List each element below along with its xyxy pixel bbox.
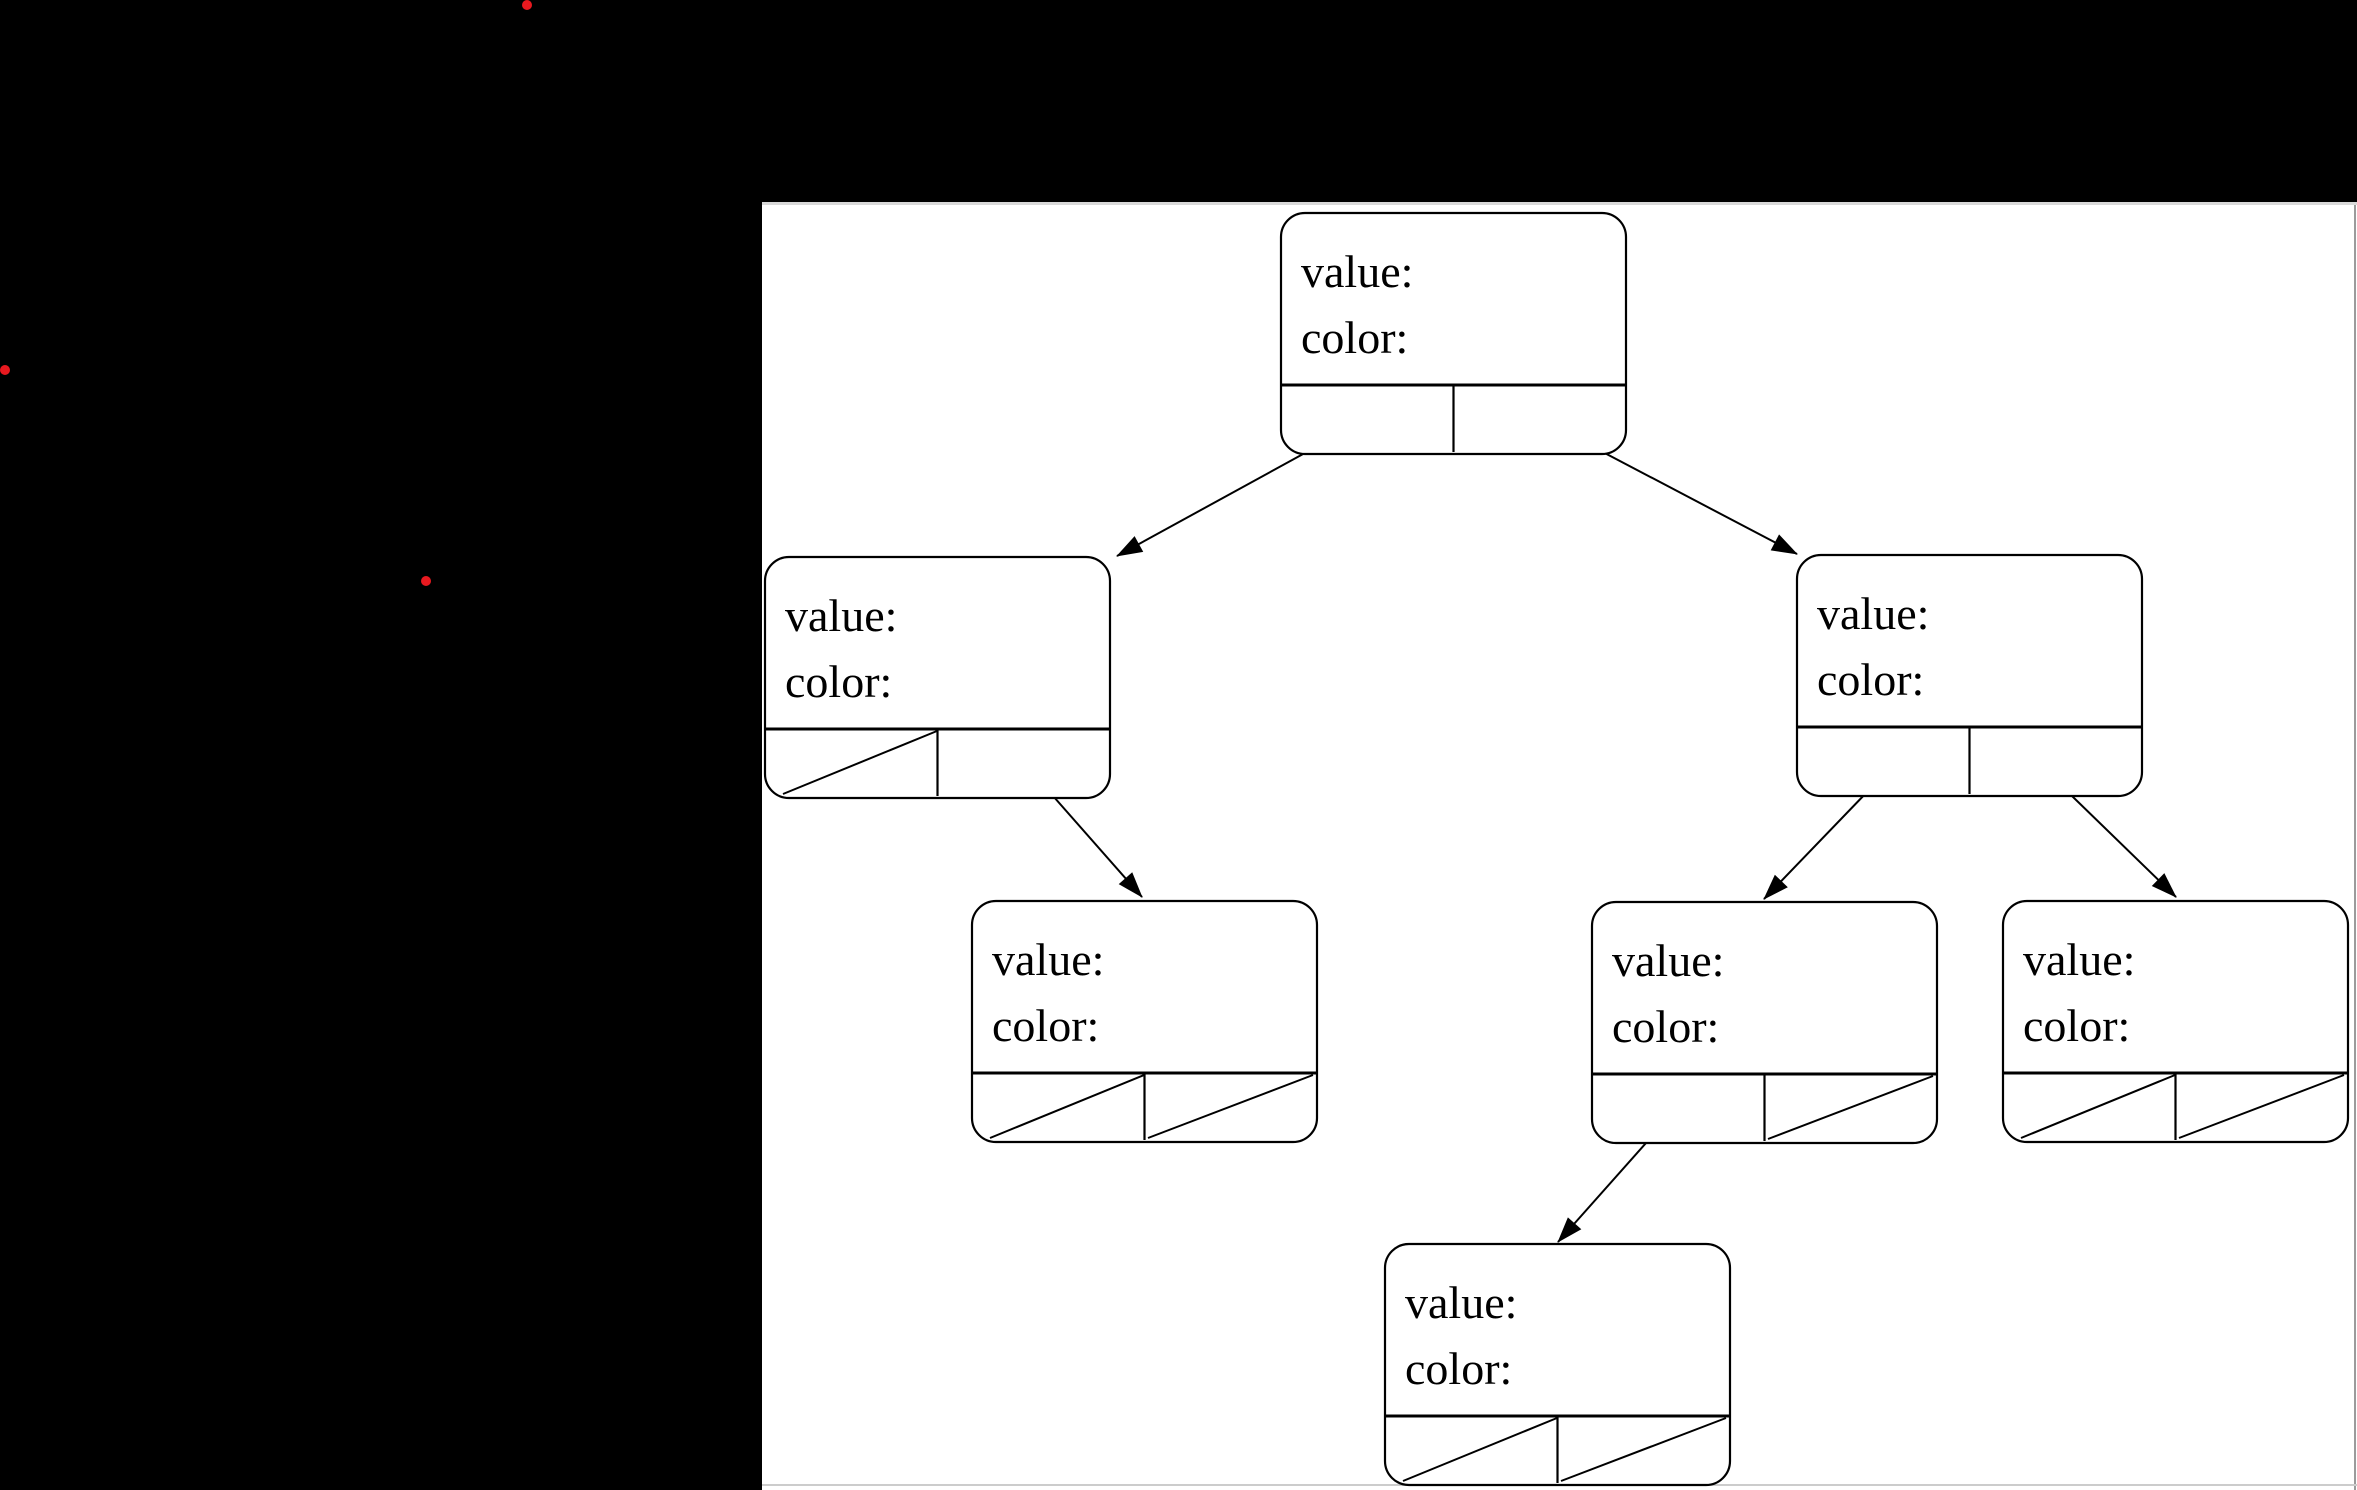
null-pointer-slash: [989, 1074, 1145, 1139]
page-right-edge: [2354, 205, 2356, 1490]
node-value-field: value:: [1817, 588, 1929, 639]
tree-node-right-child: value: color:: [1795, 553, 2144, 798]
node-color-field: color:: [1817, 654, 1924, 705]
tree-node-root: value: color:: [1279, 211, 1628, 456]
null-pointer-slash: [1767, 1075, 1934, 1140]
node-color-field: color:: [992, 1000, 1099, 1051]
node-color-field: color:: [785, 656, 892, 707]
null-pointer-slash: [1147, 1074, 1314, 1139]
null-pointer-slash: [1402, 1417, 1558, 1482]
node-color-field: color:: [1301, 312, 1408, 363]
node-value-field: value:: [1612, 935, 1724, 986]
node-color-field: color:: [1612, 1001, 1719, 1052]
red-annotation-dot: [0, 365, 10, 375]
node-value-field: value:: [785, 590, 897, 641]
node-value-field: value:: [1405, 1277, 1517, 1328]
null-pointer-slash: [782, 730, 938, 795]
node-value-field: value:: [992, 934, 1104, 985]
null-pointer-slash: [1560, 1417, 1727, 1482]
red-annotation-dot: [421, 576, 431, 586]
tree-node-left-right-grandchild: value: color:: [970, 899, 1319, 1144]
tree-node-right-right-grandchild: value: color:: [2001, 899, 2350, 1144]
tree-node-right-left-left: value: color:: [1383, 1242, 1732, 1487]
node-value-field: value:: [2023, 934, 2135, 985]
node-value-field: value:: [1301, 246, 1413, 297]
tree-node-left-child: value: color:: [763, 555, 1112, 800]
tree-node-right-left-grandchild: value: color:: [1590, 900, 1939, 1145]
node-color-field: color:: [2023, 1000, 2130, 1051]
null-pointer-slash: [2020, 1074, 2176, 1139]
null-pointer-slash: [2178, 1074, 2345, 1139]
node-color-field: color:: [1405, 1343, 1512, 1394]
red-annotation-dot: [522, 0, 532, 10]
